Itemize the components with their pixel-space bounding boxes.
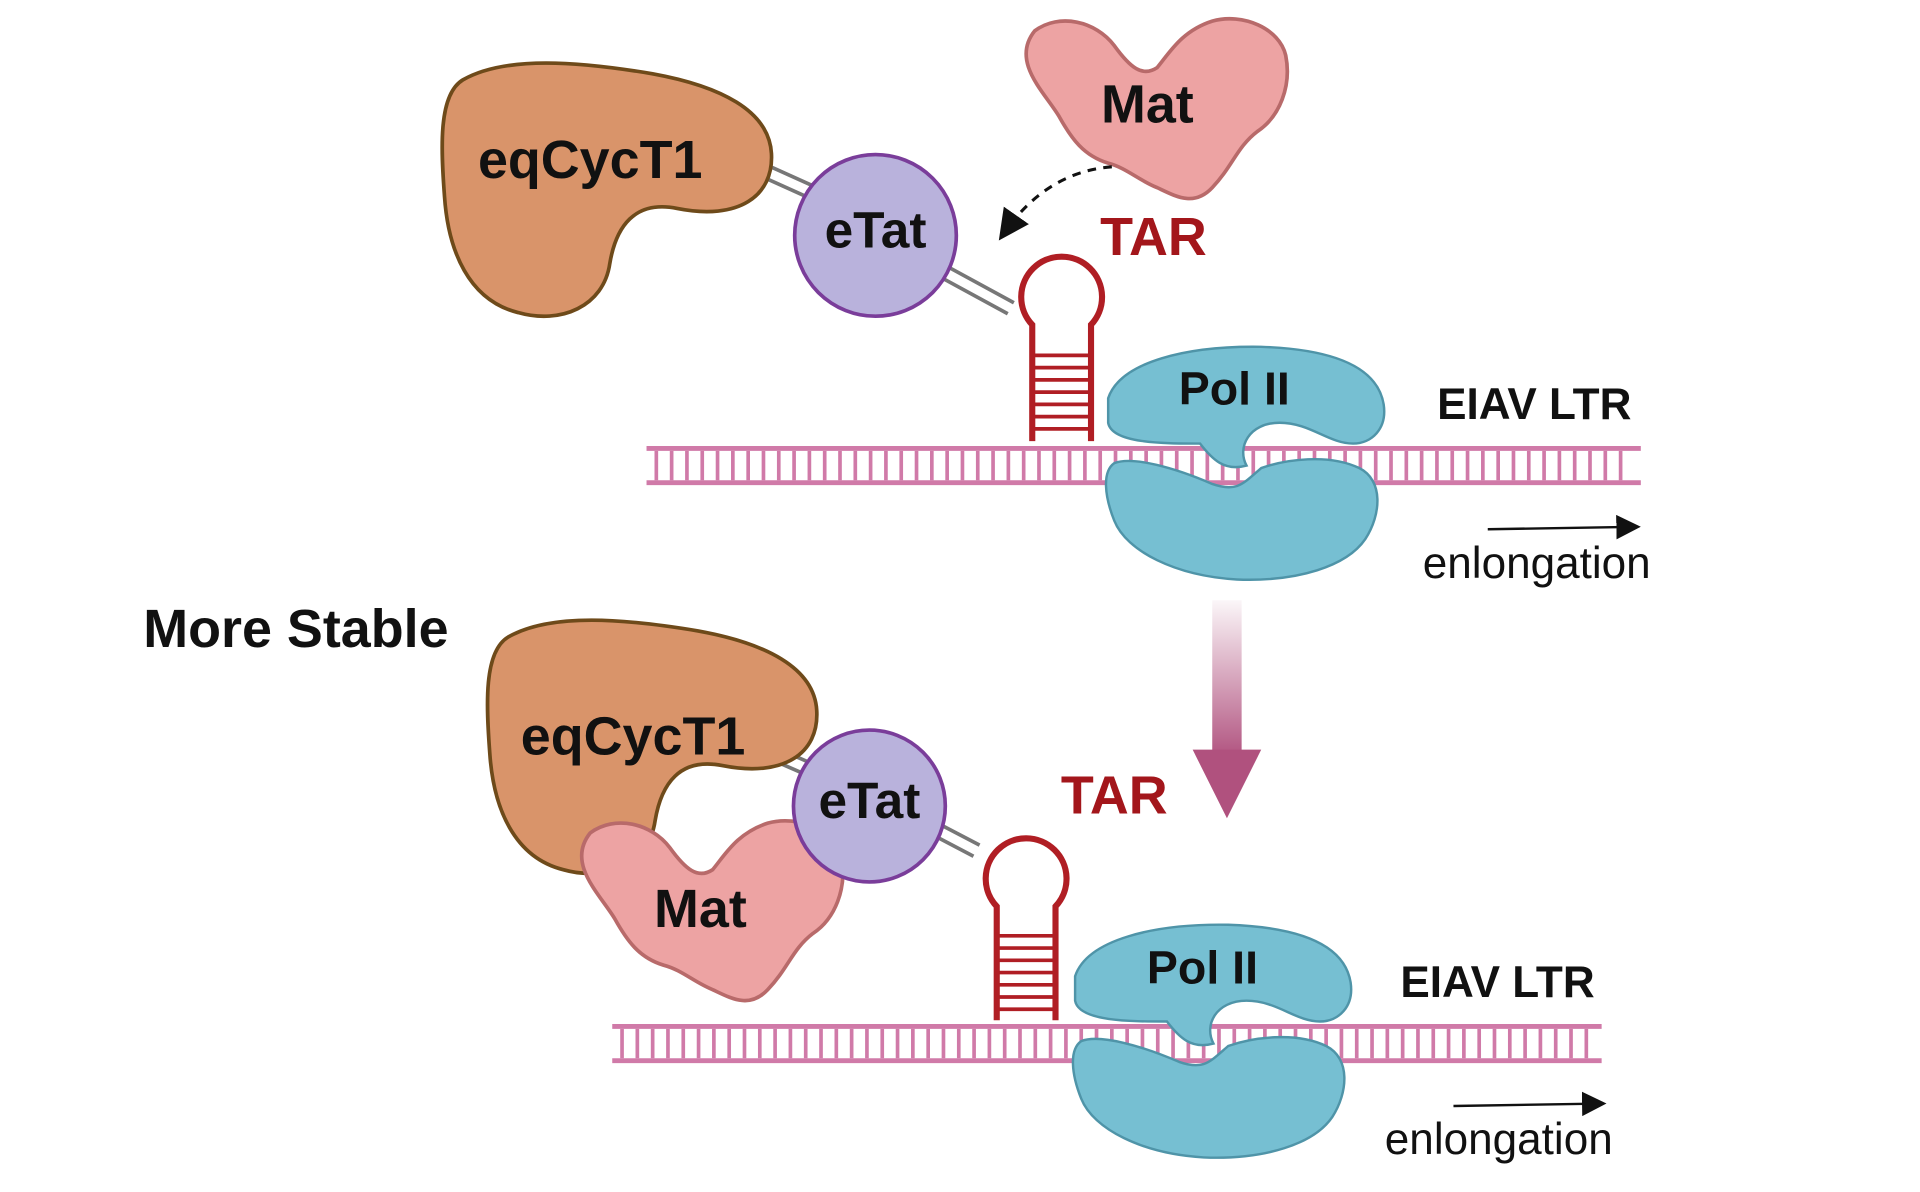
bottom-panel: eqCycT1 Mat eTat TAR Pol II EIAV LTR enl… — [485, 618, 1613, 1164]
bottom-eqcyct1-label: eqCycT1 — [521, 707, 746, 767]
top-tar-label: TAR — [1100, 207, 1207, 267]
top-elongation-label: enlongation — [1423, 539, 1651, 588]
bottom-elongation-arrow — [1453, 1091, 1607, 1117]
transition-arrow — [1192, 600, 1262, 819]
top-tar-hairpin — [1018, 253, 1106, 442]
bottom-etat-label: eTat — [818, 771, 920, 829]
bottom-etat-protein — [791, 728, 948, 884]
top-eqcyct1-label: eqCycT1 — [478, 130, 703, 190]
top-mat-label: Mat — [1101, 75, 1194, 135]
top-etat-label: eTat — [825, 201, 927, 259]
top-polii-label: Pol II — [1179, 362, 1290, 414]
bottom-polii-complex — [1071, 923, 1353, 1159]
bottom-elongation-label: enlongation — [1385, 1115, 1613, 1164]
top-polii-complex — [1104, 345, 1386, 581]
top-panel: eqCycT1 eTat Mat TAR Pol II EIAV LTR enl… — [440, 16, 1651, 588]
top-etat-protein — [792, 152, 959, 319]
bottom-tar-hairpin — [982, 835, 1070, 1021]
top-ltr-label: EIAV LTR — [1437, 380, 1631, 429]
bottom-tar-label: TAR — [1061, 765, 1168, 825]
top-elongation-arrow — [1487, 514, 1641, 540]
bottom-mat-label: Mat — [654, 879, 747, 939]
stability-label: More Stable — [143, 599, 448, 659]
bottom-ltr-label: EIAV LTR — [1400, 958, 1594, 1007]
top-binding-arrow — [998, 165, 1112, 241]
bottom-polii-label: Pol II — [1147, 942, 1258, 994]
